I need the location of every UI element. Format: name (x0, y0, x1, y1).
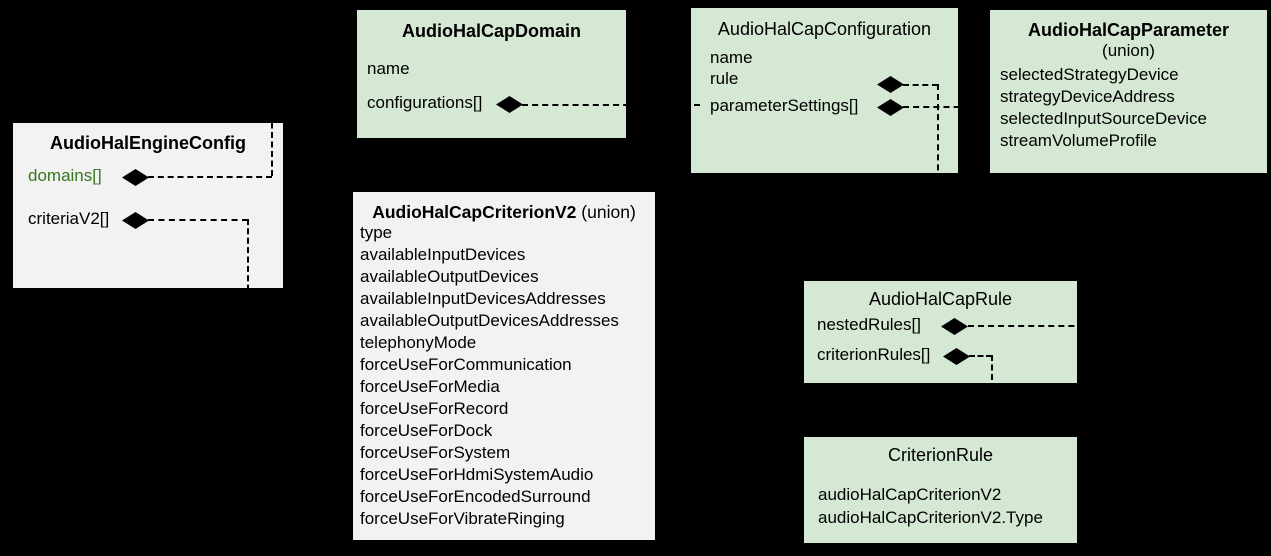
connector-rule-h (903, 84, 938, 86)
composition-diamond-icon-criteria-v2 (122, 212, 149, 229)
field-domains: domains[] (28, 166, 102, 185)
class-title: AudioHalCapCriterionV2 (union) (353, 202, 655, 223)
field-available-output-devices-addresses: availableOutputDevicesAddresses (360, 311, 619, 330)
connector-rule-v (937, 84, 939, 281)
composition-diamond-icon-rule (877, 76, 904, 93)
field-type: type (360, 223, 393, 242)
connector-criteria-v2-v (247, 219, 249, 300)
field-name: name (710, 48, 753, 67)
field-criterion-rules: criterionRules[] (817, 345, 931, 364)
class-title: AudioHalCapDomain (401, 21, 581, 41)
connector-configurations-h (522, 104, 700, 106)
connector-parameter-settings-h (903, 106, 990, 108)
field-telephony-mode: telephonyMode (360, 333, 477, 352)
class-box-criterion-rule: CriterionRule audioHalCapCriterionV2 aud… (804, 437, 1077, 543)
field-available-input-devices-addresses: availableInputDevicesAddresses (360, 289, 606, 308)
field-force-use-for-hdmi-system-audio: forceUseForHdmiSystemAudio (360, 465, 594, 484)
field-stream-volume-profile: streamVolumeProfile (1000, 131, 1157, 150)
field-list: audioHalCapCriterionV2 audioHalCapCriter… (818, 483, 1043, 529)
class-subtitle-union: (union) (581, 202, 636, 222)
class-box-audio-hal-cap-rule: AudioHalCapRule nestedRules[] criterionR… (804, 281, 1077, 383)
class-box-audio-hal-cap-parameter: AudioHalCapParameter (union) selectedStr… (990, 10, 1267, 173)
field-force-use-for-system: forceUseForSystem (360, 443, 511, 462)
field-configurations: configurations[] (367, 93, 483, 112)
connector-criteria-v2-h2 (247, 299, 353, 301)
field-strategy-device-address: strategyDeviceAddress (1000, 87, 1175, 106)
connector-domains-to-domain-h (148, 176, 272, 178)
field-force-use-for-vibrate-ringing: forceUseForVibrateRinging (360, 509, 565, 528)
class-box-audio-hal-engine-config: AudioHalEngineConfig domains[] criteriaV… (13, 123, 283, 288)
composition-diamond-icon-domains (122, 169, 149, 186)
field-name: name (367, 59, 410, 78)
connector-domains-to-domain-v (271, 75, 273, 176)
field-parameter-settings: parameterSettings[] (710, 96, 859, 115)
class-subtitle-union: (union) (1102, 41, 1155, 60)
field-force-use-for-encoded-surround: forceUseForEncodedSurround (360, 487, 591, 506)
class-title: AudioHalCapParameter (1027, 20, 1230, 40)
connector-criterion-rules-v (991, 355, 993, 437)
class-title: CriterionRule (887, 445, 994, 465)
class-title-text: AudioHalCapCriterionV2 (372, 202, 577, 222)
field-selected-input-source-device: selectedInputSourceDevice (1000, 109, 1207, 128)
connector-criteria-v2-h (148, 219, 248, 221)
field-force-use-for-communication: forceUseForCommunication (360, 355, 572, 374)
composition-diamond-icon-criterion-rules (943, 348, 970, 365)
field-force-use-for-dock: forceUseForDock (360, 421, 493, 440)
field-selected-strategy-device: selectedStrategyDevice (1000, 65, 1179, 84)
class-title: AudioHalCapRule (868, 289, 1013, 309)
class-box-audio-hal-cap-domain: AudioHalCapDomain name configurations[] (357, 10, 626, 138)
class-title: AudioHalCapConfiguration (717, 19, 932, 39)
field-list: selectedStrategyDevice strategyDeviceAdd… (1000, 64, 1207, 152)
class-title: AudioHalEngineConfig (50, 133, 246, 153)
connector-criterion-rules-h (969, 355, 992, 357)
field-audio-hal-cap-criterion-v2: audioHalCapCriterionV2 (818, 485, 1002, 504)
class-box-audio-hal-cap-criterion-v2: AudioHalCapCriterionV2 (union) type avai… (353, 192, 655, 540)
class-box-audio-hal-cap-configuration: AudioHalCapConfiguration name rule param… (691, 8, 958, 173)
field-rule: rule (710, 69, 739, 88)
field-force-use-for-media: forceUseForMedia (360, 377, 500, 396)
field-audio-hal-cap-criterion-v2-type: audioHalCapCriterionV2.Type (818, 508, 1043, 527)
connector-nested-rules-h (968, 325, 1265, 327)
composition-diamond-icon-nested-rules (941, 318, 968, 335)
field-available-input-devices: availableInputDevices (360, 245, 526, 264)
connector-domains-to-domain-h2 (271, 74, 357, 76)
composition-diamond-icon-configurations (496, 96, 523, 113)
field-criteria-v2: criteriaV2[] (28, 209, 110, 228)
field-available-output-devices: availableOutputDevices (360, 267, 539, 286)
field-nested-rules: nestedRules[] (817, 315, 921, 334)
field-force-use-for-record: forceUseForRecord (360, 399, 509, 418)
composition-diamond-icon-parameter-settings (877, 99, 904, 116)
field-list: type availableInputDevices availableOutp… (360, 222, 619, 530)
